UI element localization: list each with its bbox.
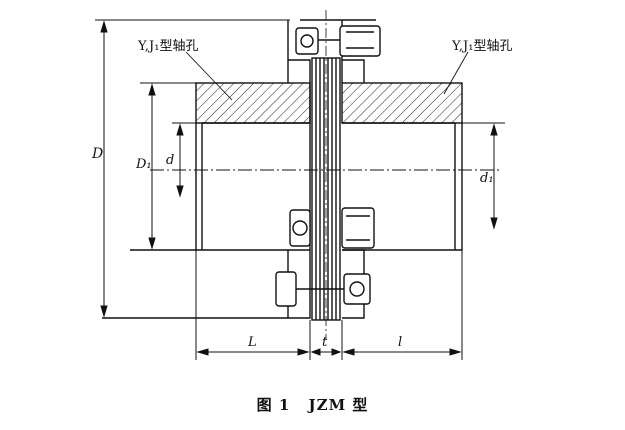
bore-label-left: Y,J₁型轴孔	[137, 39, 198, 54]
figure-title: JZM 型	[308, 396, 369, 414]
dim-D-label: D	[91, 146, 103, 162]
dim-t-label: t	[322, 335, 328, 350]
right-hub-section	[341, 82, 463, 124]
figure-caption: 图 1 JZM 型	[0, 394, 625, 415]
bottom-bolt	[275, 271, 371, 307]
left-hub-section	[195, 82, 311, 124]
dim-d1-label: d₁	[480, 171, 494, 186]
top-bolt	[295, 19, 381, 57]
dim-l-label: l	[398, 335, 402, 350]
figure-number: 图 1	[256, 396, 291, 414]
dim-d-label: d	[166, 153, 174, 168]
mid-bolt	[289, 207, 375, 249]
bore-label-right: Y,J₁型轴孔	[451, 39, 512, 54]
dim-D1-label: D₁	[135, 157, 152, 172]
dim-L-label: L	[247, 335, 257, 350]
